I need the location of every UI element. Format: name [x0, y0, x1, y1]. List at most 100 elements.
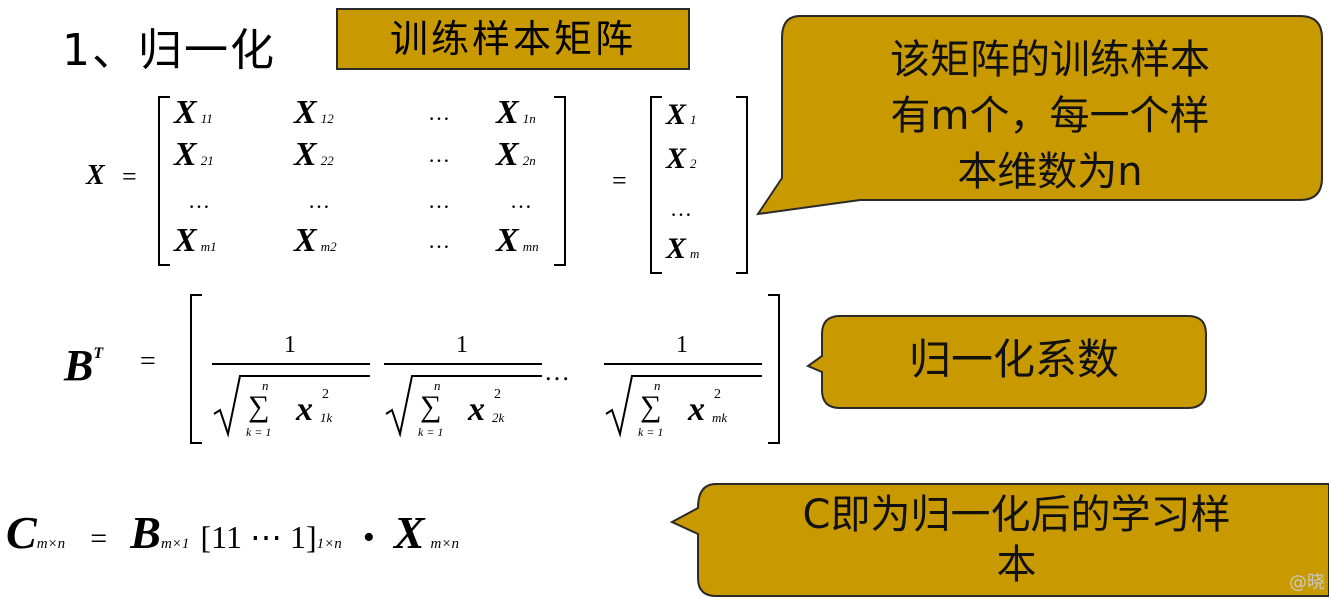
sum-upper-limit: n [434, 378, 441, 393]
matrix-x-lhs: X [86, 160, 105, 191]
sqrt-radical [385, 375, 542, 438]
c-subscript: m×n [36, 536, 66, 552]
term-exponent: 2 [322, 387, 329, 402]
term-x: x [295, 391, 313, 428]
callout1-line3: 本维数为n [957, 149, 1143, 195]
callout-result-text: C即为归一化后的学习样 本 [704, 490, 1329, 590]
cell-symbol: X [666, 142, 687, 175]
c-equals: = [90, 522, 108, 555]
cell-subscript: 1 [690, 112, 697, 127]
term-subscript: 1k [320, 410, 333, 425]
term-subscript: mk [712, 410, 727, 425]
matrix-cell: … [428, 100, 450, 126]
b-sup: T [93, 344, 104, 362]
matrix-x-equals: = [122, 162, 137, 191]
matrix-cell: … [428, 142, 450, 168]
sum-upper-limit: n [262, 378, 269, 393]
callout-normalization-text: 归一化系数 [908, 335, 1119, 384]
matrix-cell: … [428, 188, 450, 214]
section-heading: 1、归一化 [62, 25, 276, 76]
callout-bubble-sample-info [755, 15, 1323, 216]
callout1-line1: 该矩阵的训练样本 [890, 37, 1210, 83]
matrix-x-equals-2: = [612, 166, 627, 195]
callout3-line2: 本 [996, 542, 1037, 588]
cell-symbol: … [308, 188, 330, 213]
cell-symbol: X [174, 222, 197, 259]
cell-subscript: 2n [522, 153, 536, 168]
cell-symbol: … [510, 188, 532, 213]
fraction-numerator: 1 [676, 332, 688, 358]
formula-b-lhs: BT [64, 340, 103, 391]
cell-symbol: X [496, 94, 519, 131]
vector-left-bracket [650, 96, 662, 274]
term-x: x [687, 391, 705, 428]
callout-sample-info-text: 该矩阵的训练样本 有m个，每一个样 本维数为n [790, 32, 1310, 200]
cell-subscript: 1n [522, 111, 536, 126]
fraction-ellipsis: … [544, 357, 570, 386]
fraction-numerator: 1 [284, 332, 296, 358]
sum-sigma: ∑ [640, 390, 661, 423]
watermark: @晓 [1289, 572, 1325, 593]
term-x: x [467, 391, 485, 428]
formula-b-left-bracket [190, 294, 202, 444]
term-exponent: 2 [494, 387, 501, 402]
cell-symbol: … [670, 196, 692, 221]
matrix-cell: … [428, 228, 450, 254]
matrix-cell: … [188, 188, 210, 214]
training-matrix-tag: 训练样本矩阵 [336, 8, 690, 70]
term-exponent: 2 [714, 387, 721, 402]
cell-subscript: m2 [320, 239, 337, 254]
fraction-numerator: 1 [456, 332, 468, 358]
cell-symbol: X [294, 222, 317, 259]
c-ones-subscript: 1×n [316, 536, 342, 552]
matrix-cell: … [670, 196, 692, 222]
cell-symbol: X [496, 222, 519, 259]
b-symbol: B [64, 341, 94, 390]
matrix-x-left-bracket [158, 96, 170, 266]
cell-symbol: X [294, 136, 317, 173]
callout-bubble-result [669, 483, 1329, 597]
cell-symbol: … [428, 228, 450, 253]
term-subscript: 2k [492, 410, 505, 425]
c-dot-operator: • [362, 519, 375, 556]
c-x-subscript: m×n [430, 536, 460, 552]
callout-bubble-normalization [805, 315, 1207, 409]
cell-subscript: m [690, 246, 700, 261]
sqrt-radical [213, 375, 370, 438]
c-ones-vector: [11 ⋯ 1] [200, 519, 317, 555]
c-symbol: C [6, 507, 37, 558]
cell-symbol: … [428, 142, 450, 167]
cell-symbol: X [666, 98, 687, 131]
c-x-symbol: X [393, 507, 425, 558]
sum-sigma: ∑ [420, 390, 441, 423]
sqrt-radical [605, 375, 762, 438]
cell-symbol: X [496, 136, 519, 173]
cell-symbol: X [666, 232, 687, 265]
sum-sigma: ∑ [248, 390, 269, 423]
cell-subscript: 11 [200, 111, 213, 126]
cell-subscript: mn [522, 239, 539, 254]
cell-symbol: … [428, 100, 450, 125]
cell-symbol: X [174, 94, 197, 131]
cell-subscript: 22 [320, 153, 334, 168]
cell-subscript: m1 [200, 239, 217, 254]
sum-lower-limit: k = 1 [418, 425, 443, 439]
c-b-subscript: m×1 [160, 536, 190, 552]
cell-subscript: 21 [200, 153, 214, 168]
